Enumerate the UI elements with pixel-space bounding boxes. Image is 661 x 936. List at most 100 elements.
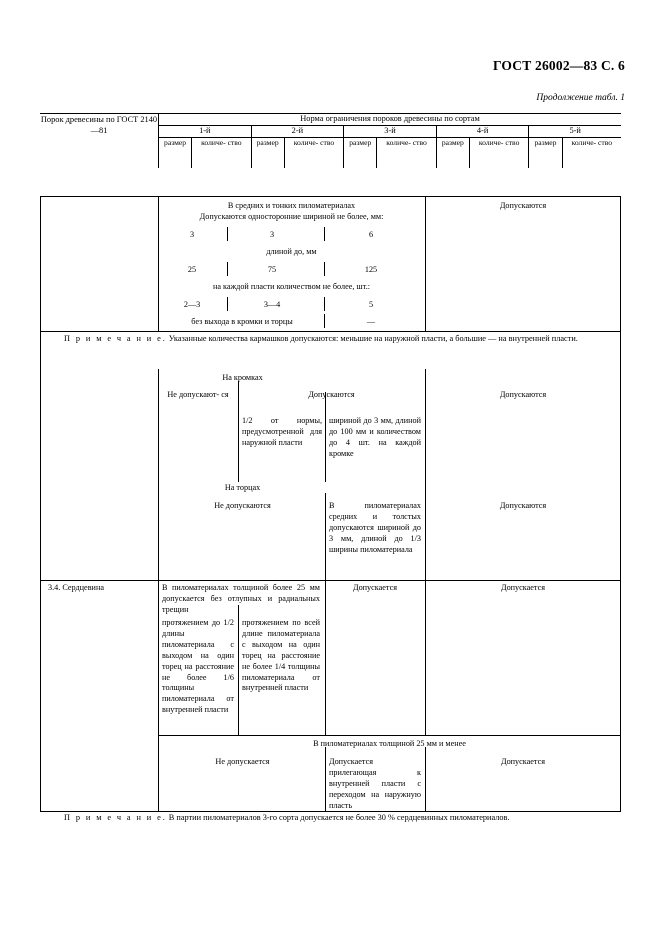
block3-divider-col2-left (325, 493, 326, 580)
block3-title: На торцах (224, 483, 261, 492)
block4-sort5: Допускается (501, 583, 545, 592)
note-2-label: П р и м е ч а н и е. (64, 813, 167, 822)
body-top-rule (40, 196, 621, 197)
subheader-size-5: размер (528, 136, 563, 168)
block3-col1: Не допускаются (214, 501, 271, 510)
subheader-size-label-3: размер (349, 137, 372, 147)
block4-defect-label: 3.4. Сердцевина (48, 583, 104, 592)
subheader-size-label-2: размер (256, 137, 279, 147)
group-header-label: Норма ограничения пороков древесины по с… (300, 114, 480, 123)
block1-width-sep-2 (324, 227, 325, 241)
sort-header-1: 1-й (158, 124, 252, 137)
sort-label-4: 4-й (476, 125, 489, 135)
block4-top-rule (40, 580, 621, 581)
block4-divider-col2 (238, 605, 239, 735)
block1-length-sep-1 (227, 262, 228, 276)
note-2-text: В партии пиломатериалов 3-го сорта допус… (168, 813, 510, 822)
subheader-size-3: размер (343, 136, 377, 168)
table-left-border (40, 196, 41, 812)
block2-title: На кромках (222, 373, 263, 382)
block1-count-sep-1 (227, 297, 228, 311)
block4-divider-col3 (325, 580, 326, 735)
block5-right-cell: Допускается (501, 757, 545, 766)
block2-right-cell: Допускаются (499, 390, 547, 399)
stub-header-label: Порок древесины по ГОСТ 2140—81 (40, 115, 158, 136)
subheader-size-label-4: размер (441, 137, 464, 147)
block1-count-sort1: 2—3 (183, 300, 201, 309)
block4-divider-stub (158, 580, 159, 735)
table-continuation-label: Продолжение табл. 1 (536, 93, 625, 103)
sort-header-4: 4-й (435, 124, 529, 137)
sort-header-2: 2-й (250, 124, 344, 137)
defects-table-body: В средних и тонких пиломатериалах Допуск… (40, 196, 621, 812)
block1-width-sep-1 (227, 227, 228, 241)
block4-sort4: Допускается (353, 583, 397, 592)
block1-length-sort3: 125 (364, 265, 378, 274)
block1-count-sort2: 3—4 (263, 300, 281, 309)
defects-table-header: Порок древесины по ГОСТ 2140—81 Норма ог… (40, 113, 621, 168)
table-right-border (620, 196, 621, 812)
sort-label-3: 3-й (384, 125, 396, 135)
note-1: П р и м е ч а н и е. Указанные количеств… (40, 333, 621, 345)
block1-bottom-rule (40, 331, 621, 332)
stub-header-cell: Порок древесины по ГОСТ 2140—81 (40, 113, 159, 168)
table-header-row-group: Порок древесины по ГОСТ 2140—81 Норма ог… (40, 113, 621, 168)
subheader-qty-label-4: количе- ство (478, 137, 520, 147)
block2-col3-body: шириной до 3 мм, длиной до 100 мм и коли… (329, 416, 421, 458)
subheader-size-1: размер (157, 136, 192, 168)
note-2: П р и м е ч а н и е. В партии пиломатери… (40, 812, 621, 824)
block5-divider-col2 (325, 747, 326, 812)
standard-designation: ГОСТ 26002—83 С. 6 (492, 58, 625, 73)
block1-right-cell: Допускаются (499, 201, 547, 210)
subheader-qty-1: количе- ство (191, 136, 252, 168)
subheader-qty-4: количе- ство (468, 136, 529, 168)
block2-col2-title: Допускаются (308, 390, 355, 399)
block1-width-sort1: 3 (189, 230, 195, 239)
subheader-qty-5: количе- ство (561, 136, 621, 168)
block1-divider-stub (158, 196, 159, 331)
subheader-size-2: размер (250, 136, 285, 168)
block2-col1: Не допускают- ся (167, 390, 229, 399)
block3-right-cell: Допускаются (499, 501, 547, 510)
block1-title: В средних и тонких пиломатериалах (227, 201, 356, 210)
block4-col3: протяжением по всей длине пиломатериала … (242, 618, 320, 693)
block1-count-sort3: 5 (368, 300, 374, 309)
note-1-label: П р и м е ч а н и е. (64, 334, 167, 343)
block2-divider-right (425, 369, 426, 482)
block2-divider-stub (158, 369, 159, 482)
sort-header-5: 5-й (528, 124, 621, 137)
subheader-size-label-1: размер (164, 137, 187, 147)
block4-divider-right (425, 580, 426, 735)
block2-divider-col2 (325, 392, 326, 482)
block3-divider-right (425, 482, 426, 580)
block3-divider-stub (158, 482, 159, 580)
block5-divider-right (425, 747, 426, 812)
block5-col1: Не допускается (215, 757, 270, 766)
subheader-qty-label-5: количе- ство (571, 137, 613, 147)
block5-divider-stub (158, 735, 159, 812)
block1-footer-sep (324, 314, 325, 328)
block1-width-sort2: 3 (269, 230, 275, 239)
body-bottom-rule (40, 811, 621, 812)
table-subheaders-row: размер количе- ство размер количе- ство … (40, 136, 621, 168)
table-sorts-row: 1-й 2-й 3-й 4-й 5-й (40, 124, 621, 137)
block1-width-line: Допускаются односторонние шириной не бол… (199, 212, 384, 221)
block1-width-sort3: 6 (368, 230, 374, 239)
subheader-qty-3: количе- ство (376, 136, 437, 168)
block1-count-line: на каждой пласти количеством не более, ш… (212, 282, 371, 291)
block5-col2: Допускается прилегающая к внутренней пла… (329, 757, 421, 810)
subheader-size-label-5: размер (534, 137, 557, 147)
subheader-qty-label-1: количе- ство (201, 137, 242, 147)
block4-col2: протяжением до 1/2 длины пиломатериала с… (162, 618, 234, 715)
block5-title: В пиломатериалах толщиной 25 мм и менее (313, 739, 466, 748)
block1-length-sort2: 75 (267, 265, 277, 274)
block1-length-sep-2 (324, 262, 325, 276)
block2-divider-col1 (238, 381, 239, 482)
block2-col2-body: 1/2 от нормы, предусмотренной для наружн… (242, 416, 322, 447)
block1-footer-left: без выхода в кромки и торцы (191, 317, 293, 326)
sort-label-2: 2-й (291, 125, 304, 135)
block5-top-rule (158, 735, 621, 736)
sort-header-3: 3-й (343, 124, 437, 137)
subheader-qty-label-2: количе- ство (293, 137, 335, 147)
